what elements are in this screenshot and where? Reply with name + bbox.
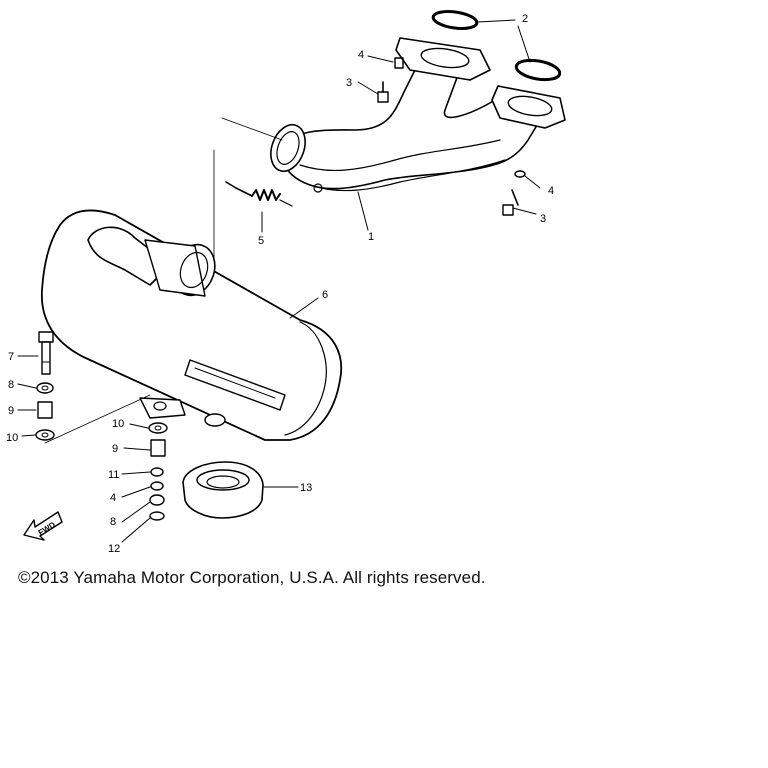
spring bbox=[225, 181, 293, 207]
callout-4a: 4 bbox=[358, 49, 364, 61]
rubber-mount bbox=[182, 461, 264, 519]
callout-10a: 10 bbox=[6, 432, 18, 444]
callout-9a: 9 bbox=[8, 405, 14, 417]
callout-5: 5 bbox=[258, 235, 264, 247]
callout-12: 12 bbox=[108, 543, 120, 555]
manifold-bolts bbox=[377, 57, 526, 216]
callout-3a: 3 bbox=[346, 77, 352, 89]
callout-7: 7 bbox=[8, 351, 14, 363]
callout-4c: 4 bbox=[110, 492, 116, 504]
leader-lines bbox=[17, 19, 541, 543]
callout-13: 13 bbox=[300, 482, 312, 494]
callout-numbers: 1 2 3 3 4 4 4 5 6 7 8 8 9 9 10 10 11 12 … bbox=[6, 13, 554, 555]
callout-11: 11 bbox=[108, 469, 119, 481]
lower-hardware-stack bbox=[148, 422, 168, 521]
callout-4b: 4 bbox=[548, 185, 554, 197]
callout-9b: 9 bbox=[112, 443, 118, 455]
exhaust-manifold bbox=[221, 37, 566, 193]
callout-8b: 8 bbox=[110, 516, 116, 528]
callout-3b: 3 bbox=[540, 213, 546, 225]
forward-arrow-icon: FWD bbox=[23, 511, 63, 541]
copyright-notice: ©2013 Yamaha Motor Corporation, U.S.A. A… bbox=[18, 568, 486, 587]
callout-6: 6 bbox=[322, 289, 328, 301]
muffler bbox=[41, 209, 343, 441]
callout-10b: 10 bbox=[112, 418, 124, 430]
callout-8a: 8 bbox=[8, 379, 14, 391]
gaskets bbox=[431, 10, 562, 82]
callout-1: 1 bbox=[368, 231, 374, 243]
left-hardware-stack bbox=[35, 331, 55, 441]
callout-2: 2 bbox=[522, 13, 528, 25]
